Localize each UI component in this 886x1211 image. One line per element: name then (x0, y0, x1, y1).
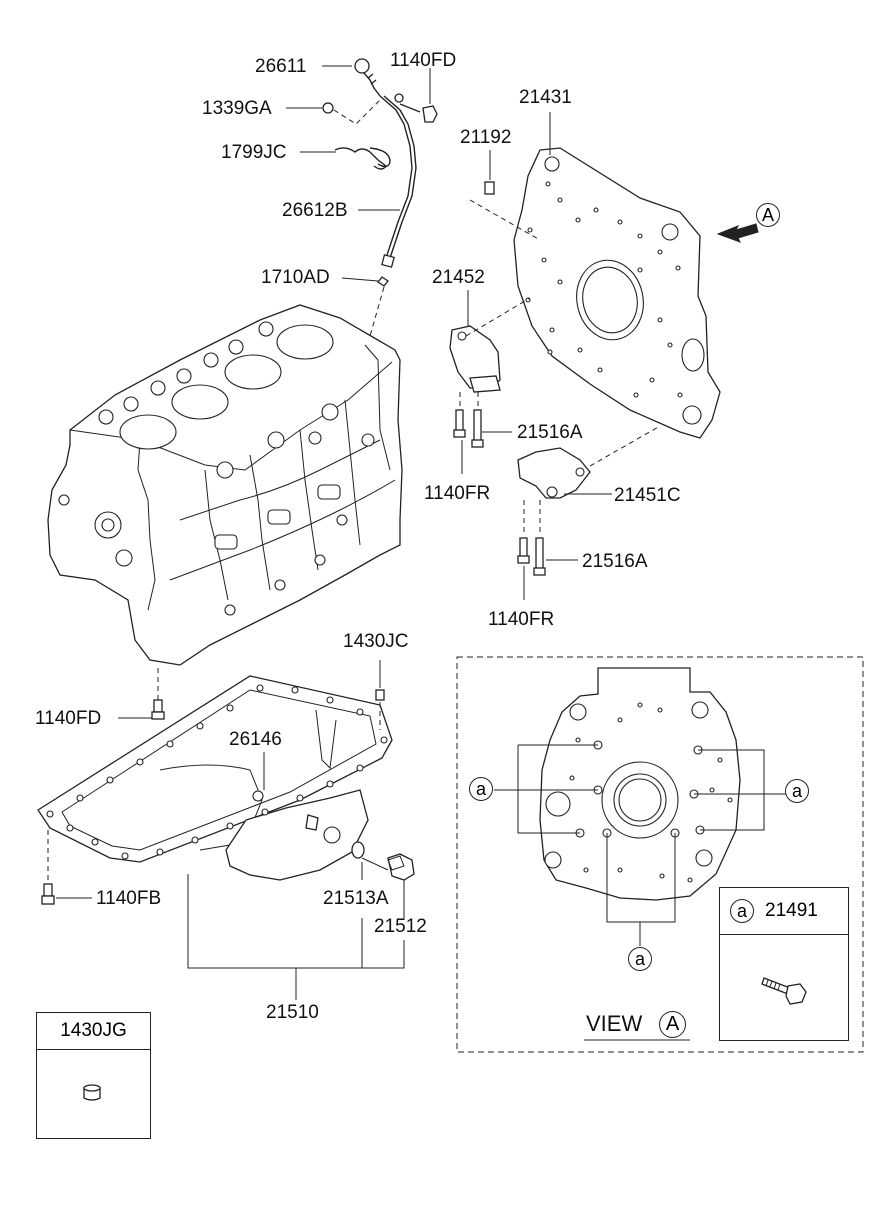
view-a-caption: VIEW (586, 1011, 643, 1036)
legend-box-header: a 21491 (720, 888, 848, 935)
label-1430jc: 1430JC (343, 631, 409, 652)
label-1140fr-upper: 1140FR (424, 483, 491, 504)
part-box-1430jg: 1430JG (36, 1012, 151, 1139)
label-1140fr-lower: 1140FR (488, 609, 555, 630)
legend-symbol: a (730, 899, 754, 923)
label-21512: 21512 (374, 916, 427, 937)
label-21451c: 21451C (614, 485, 681, 506)
label-1140fd-top: 1140FD (390, 50, 457, 71)
view-a-plate (539, 667, 741, 901)
callout-a-right: a (785, 779, 809, 803)
part-box-header: 1430JG (37, 1013, 150, 1050)
label-21513a: 21513A (323, 888, 389, 909)
callout-a-bottom: a (628, 947, 652, 971)
label-26612b: 26612B (282, 200, 348, 221)
dipstick-assembly (322, 58, 438, 287)
bolt-icon (761, 977, 807, 1005)
label-21192: 21192 (460, 127, 512, 148)
label-1339ga: 1339GA (202, 98, 272, 119)
label-1140fd-lower: 1140FD (35, 708, 102, 729)
view-arrow-callout: A (756, 203, 780, 227)
legend-box-21491: a 21491 (719, 887, 849, 1041)
bracket-21452 (449, 325, 501, 393)
oil-pan (37, 675, 393, 881)
view-a-panel (456, 656, 864, 1053)
drain-plug-21512 (387, 853, 415, 881)
bolts-21516a-upper (453, 409, 484, 448)
label-21452: 21452 (432, 267, 485, 288)
bolts-21516a-lower (517, 537, 546, 576)
label-1140fb: 1140FB (96, 888, 162, 909)
label-1799jc: 1799JC (221, 142, 287, 163)
rear-plate-21431 (513, 147, 721, 439)
label-26146: 26146 (229, 729, 282, 750)
legend-part-number: 21491 (765, 900, 818, 921)
view-a-caption-callout: A (659, 1011, 686, 1038)
bracket-21451c (517, 447, 591, 499)
label-21516a-lower: 21516A (582, 551, 648, 572)
plug-icon (83, 1084, 101, 1101)
label-26611: 26611 (255, 56, 307, 77)
view-arrow-icon (716, 223, 759, 243)
callout-a-left: a (469, 777, 493, 801)
label-21516a-upper: 21516A (517, 422, 583, 443)
washer-21513a (351, 841, 365, 859)
plug-1430jc (375, 689, 385, 701)
label-1710ad: 1710AD (261, 267, 330, 288)
label-21431: 21431 (519, 87, 572, 108)
dowel-21192 (484, 181, 495, 195)
cylinder-block (47, 304, 403, 666)
bolt-1140fd-lower (151, 699, 165, 720)
bolt-1140fb (41, 883, 55, 905)
label-21510: 21510 (266, 1002, 319, 1023)
